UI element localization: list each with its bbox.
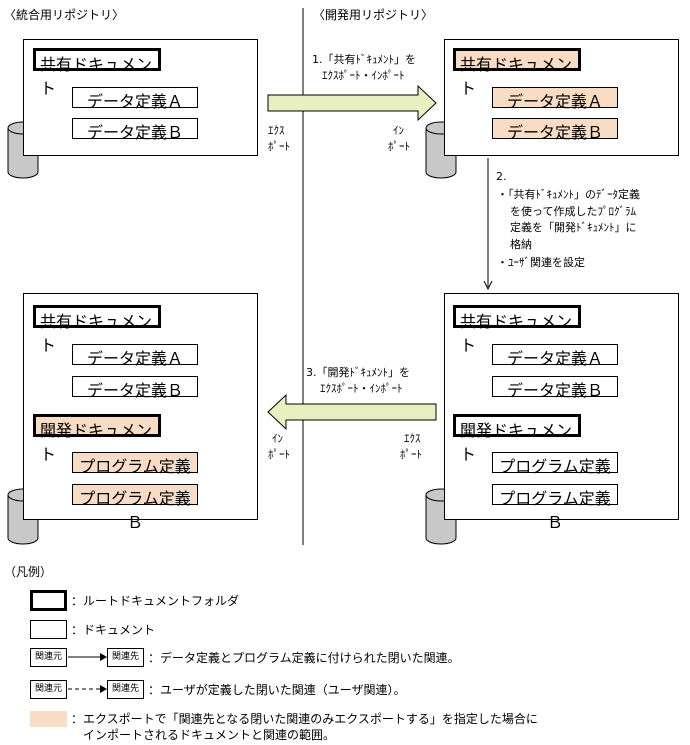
root-folder-dev-bl[interactable]: 開発ドキュメント bbox=[33, 414, 161, 464]
legend-root-folder-swatch bbox=[30, 590, 67, 611]
doc-label: データ定義Ａ bbox=[86, 92, 183, 111]
legend-rel-to-2: 関連先 bbox=[107, 680, 144, 699]
doc-data-b-br[interactable]: データ定義Ｂ bbox=[492, 376, 618, 400]
doc-prog-b-br[interactable]: プログラム定義Ｂ bbox=[492, 484, 618, 532]
doc-label: プログラム定義Ｂ bbox=[79, 489, 191, 532]
legend-scope-swatch bbox=[30, 711, 67, 727]
step2-line5: ・ﾕｰｻﾞ関連を設定 bbox=[497, 256, 585, 269]
import-label-bottom-1: ｲﾝ bbox=[272, 432, 283, 445]
legend-user-rel-text: ：ユーザが定義した閉いた関連（ユーザ関連）。 bbox=[148, 683, 406, 697]
export-label-bottom-1: ｴｸｽ bbox=[404, 432, 421, 445]
step2-line3: 定義を「開発ﾄﾞｷｭﾒﾝﾄ」に bbox=[510, 221, 637, 234]
legend-rel-to-1: 関連先 bbox=[107, 648, 144, 667]
import-label-2: ﾎﾟｰﾄ bbox=[388, 140, 410, 153]
import-label-1: ｲﾝ bbox=[393, 124, 404, 137]
legend-rel-from-1: 関連元 bbox=[30, 648, 67, 667]
panel-bottom-left bbox=[23, 293, 258, 520]
import-label-bottom-2: ﾎﾟｰﾄ bbox=[268, 448, 290, 461]
doc-data-a-br[interactable]: データ定義Ａ bbox=[492, 344, 618, 368]
arrow-export-right bbox=[267, 84, 437, 122]
root-folder-label: 共有ドキュメント bbox=[40, 55, 153, 98]
doc-data-a-tl[interactable]: データ定義Ａ bbox=[72, 87, 198, 111]
root-folder-label: 共有ドキュメント bbox=[40, 312, 153, 355]
doc-data-a-bl[interactable]: データ定義Ａ bbox=[72, 344, 198, 368]
root-folder-label: 共有ドキュメント bbox=[460, 312, 573, 355]
root-folder-shared-bl[interactable]: 共有ドキュメント bbox=[33, 305, 161, 355]
legend-document-swatch bbox=[30, 620, 67, 639]
root-folder-shared-tr[interactable]: 共有ドキュメント bbox=[453, 48, 581, 98]
doc-label: データ定義Ｂ bbox=[86, 123, 183, 142]
doc-prog-a-br[interactable]: プログラム定義Ａ bbox=[492, 452, 618, 500]
doc-label: データ定義Ａ bbox=[506, 92, 603, 111]
step2-line1: ・「共有ﾄﾞｷｭﾒﾝﾄ」のﾃﾞｰﾀ定義 bbox=[497, 188, 640, 201]
doc-label: データ定義Ａ bbox=[506, 349, 603, 368]
doc-prog-b-bl[interactable]: プログラム定義Ｂ bbox=[72, 484, 198, 532]
arrow-export-left bbox=[267, 393, 437, 431]
rel-to-label: 関連先 bbox=[111, 652, 139, 662]
doc-data-b-tr[interactable]: データ定義Ｂ bbox=[492, 118, 618, 142]
step1-line1: 1.「共有ﾄﾞｷｭﾒﾝﾄ」を bbox=[312, 53, 416, 66]
doc-label: データ定義Ｂ bbox=[506, 381, 603, 400]
panel-bottom-right bbox=[444, 293, 679, 520]
root-folder-shared-tl[interactable]: 共有ドキュメント bbox=[33, 48, 161, 98]
doc-data-b-bl[interactable]: データ定義Ｂ bbox=[72, 376, 198, 400]
legend-scope-text-2: インポートされるドキュメントと関連の範囲。 bbox=[71, 728, 336, 742]
legend-scope-text-1: ：エクスポートで「関連先となる閉いた関連のみエクスポートする」を指定した場合に bbox=[71, 712, 538, 726]
rel-from-label: 関連元 bbox=[34, 684, 62, 694]
legend-arrows bbox=[68, 653, 107, 693]
step1-line2: ｴｸｽﾎﾟｰﾄ・ｲﾝﾎﾟｰﾄ bbox=[322, 69, 405, 82]
step2-arrow-head bbox=[483, 280, 493, 291]
dev-repo-header: 〈開発用リポジトリ〉 bbox=[313, 8, 434, 22]
root-folder-shared-br[interactable]: 共有ドキュメント bbox=[453, 305, 581, 355]
step2-line4: 格納 bbox=[510, 238, 532, 251]
step3-line1: 3.「開発ﾄﾞｷｭﾒﾝﾄ」を bbox=[306, 366, 410, 379]
doc-label: プログラム定義Ｂ bbox=[499, 489, 611, 532]
step3-line2: ｴｸｽﾎﾟｰﾄ・ｲﾝﾎﾟｰﾄ bbox=[320, 382, 403, 395]
doc-data-b-tl[interactable]: データ定義Ｂ bbox=[72, 118, 198, 142]
root-folder-label: 開発ドキュメント bbox=[460, 421, 573, 464]
legend-document-text: ：ドキュメント bbox=[71, 623, 156, 637]
export-label-bottom-2: ﾎﾟｰﾄ bbox=[400, 448, 422, 461]
rel-to-label: 関連先 bbox=[111, 684, 139, 694]
legend-rel-from-2: 関連元 bbox=[30, 680, 67, 699]
legend-root-folder-text: ：ルートドキュメントフォルダ bbox=[71, 594, 240, 608]
root-folder-label: 開発ドキュメント bbox=[40, 421, 153, 464]
step2-number: 2. bbox=[496, 170, 507, 183]
doc-data-a-tr[interactable]: データ定義Ａ bbox=[492, 87, 618, 111]
step2-line2: を使って作成したﾌﾟﾛｸﾞﾗﾑ bbox=[510, 205, 636, 218]
legend-title: （凡例） bbox=[4, 565, 53, 579]
doc-label: データ定義Ｂ bbox=[506, 123, 603, 142]
root-folder-label: 共有ドキュメント bbox=[460, 55, 573, 98]
doc-label: データ定義Ｂ bbox=[86, 381, 183, 400]
export-label-1: ｴｸｽ bbox=[268, 124, 285, 137]
export-label-2: ﾎﾟｰﾄ bbox=[268, 140, 290, 153]
rel-from-label: 関連元 bbox=[34, 652, 62, 662]
doc-label: データ定義Ａ bbox=[86, 349, 183, 368]
integrated-repo-header: 〈統合用リポジトリ〉 bbox=[4, 8, 125, 22]
legend-closed-rel-text: ：データ定義とプログラム定義に付けられた閉いた関連。 bbox=[148, 651, 460, 665]
root-folder-dev-br[interactable]: 開発ドキュメント bbox=[453, 414, 581, 464]
